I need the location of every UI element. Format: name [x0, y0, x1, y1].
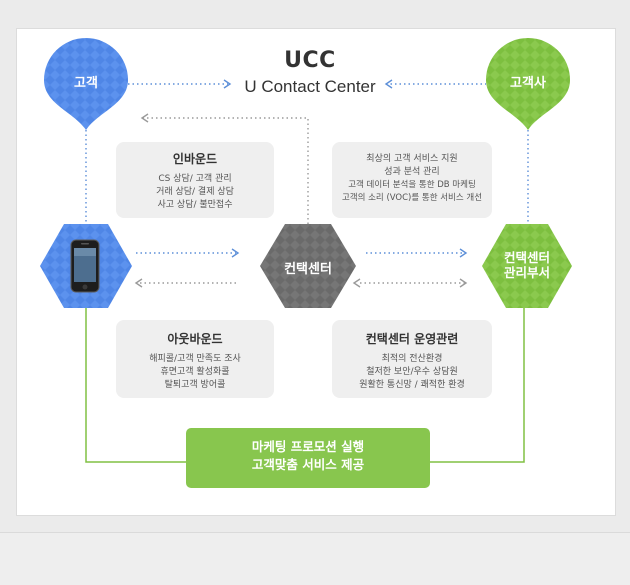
- management-hexagon: [482, 224, 572, 308]
- customer-pin: [44, 38, 128, 130]
- arrow-head: [223, 79, 232, 89]
- outbound-line: 해피콜/고객 만족도 조사: [149, 354, 241, 364]
- outbound-title: 아웃바운드: [167, 332, 223, 346]
- connector-center-loop: [142, 117, 309, 224]
- operations-box: 컨택센터 운영관련 최적의 전산환경 철저한 보안/우수 상담원 원활한 통신망…: [332, 320, 492, 398]
- operations-title: 컨택센터 운영관련: [365, 332, 459, 346]
- management-dept-label: 컨택센터 관리부서: [486, 250, 568, 280]
- contact-center-hexagon: [260, 224, 356, 308]
- operations-line: 원활한 통신망 / 쾌적한 환경: [359, 380, 465, 390]
- connector-management-promo: [430, 306, 525, 463]
- promo-line: 고객맞춤 서비스 제공: [251, 457, 365, 472]
- service-line: 고객 데이터 분석을 통한 DB 마케팅: [348, 180, 476, 190]
- contact-center-label: 컨택센터: [284, 262, 332, 277]
- service-box: 최상의 고객 서비스 지원 성과 분석 관리 고객 데이터 분석을 통한 DB …: [332, 142, 492, 218]
- inbound-title: 인바운드: [172, 152, 218, 166]
- footer-strip: [0, 532, 630, 585]
- client-company-pin: [486, 38, 570, 130]
- inbound-line: 거래 상담/ 결제 상담: [156, 187, 234, 197]
- arrow-head: [140, 113, 149, 123]
- inbound-line: CS 상담/ 고객 관리: [158, 174, 232, 184]
- inbound-line: 사고 상담/ 불만접수: [157, 200, 233, 210]
- management-dept-line: 컨택센터: [503, 250, 550, 265]
- operations-line: 철저한 보안/우수 상담원: [366, 367, 458, 377]
- client-company-label: 고객사: [510, 76, 546, 91]
- title-subtitle: U Contact Center: [244, 77, 376, 96]
- arrow-head: [459, 278, 468, 288]
- outbound-box: 아웃바운드 해피콜/고객 만족도 조사 휴면고객 활성화콜 탈퇴고객 방어콜: [116, 320, 274, 398]
- arrow-head: [134, 278, 143, 288]
- arrow-head: [231, 248, 240, 258]
- promo-text: 마케팅 프로모션 실행 고객맞춤 서비스 제공: [186, 438, 430, 474]
- outbound-line: 탈퇴고객 방어콜: [164, 380, 226, 390]
- promo-line: 마케팅 프로모션 실행: [251, 439, 365, 454]
- service-line: 고객의 소리 (VOC)를 통한 서비스 개선: [341, 193, 483, 203]
- connectors: [85, 79, 529, 288]
- smartphone-icon: [70, 239, 100, 293]
- arrow-head: [352, 278, 361, 288]
- connector-phone-promo: [85, 306, 188, 463]
- promo-bar: [186, 428, 430, 488]
- operations-line: 최적의 전산환경: [381, 354, 443, 364]
- ucc-title: UCC U Contact Center: [215, 48, 405, 96]
- outbound-line: 휴면고객 활성화콜: [160, 367, 230, 377]
- arrow-head: [384, 79, 393, 89]
- service-line: 성과 분석 관리: [384, 167, 440, 177]
- arrow-head: [459, 248, 468, 258]
- service-line: 최상의 고객 서비스 지원: [366, 154, 458, 164]
- inbound-box: 인바운드 CS 상담/ 고객 관리 거래 상담/ 결제 상담 사고 상담/ 불만…: [116, 142, 274, 218]
- title-main: UCC: [284, 48, 336, 73]
- customer-label: 고객: [74, 76, 98, 91]
- management-dept-line: 관리부서: [503, 265, 550, 280]
